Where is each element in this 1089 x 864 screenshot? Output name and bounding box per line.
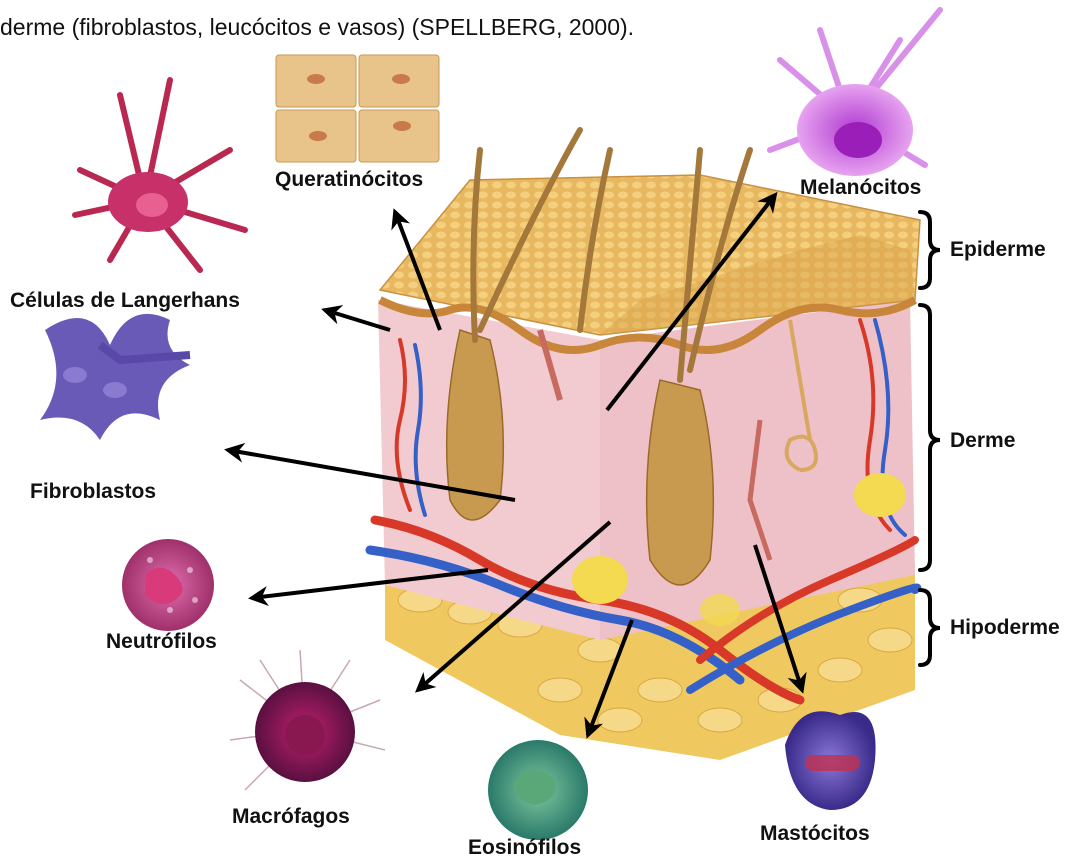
label-queratinocitos: Queratinócitos — [275, 168, 423, 192]
skin-cross-section-illustration — [370, 130, 920, 760]
label-melanocitos: Melanócitos — [800, 176, 921, 200]
label-mastocitos: Mastócitos — [760, 822, 870, 846]
eosinophil-icon — [488, 740, 588, 840]
label-fibroblastos: Fibroblastos — [30, 480, 156, 504]
macrophage-icon — [230, 650, 385, 790]
label-macrofagos: Macrófagos — [232, 805, 350, 829]
label-epiderme: Epiderme — [950, 238, 1046, 262]
label-derme: Derme — [950, 429, 1015, 453]
melanocyte-icon — [770, 10, 940, 176]
neutrophil-icon — [122, 539, 214, 631]
label-eosinofilos: Eosinófilos — [468, 836, 581, 860]
epiderme-bracket — [920, 212, 940, 288]
langerhans-cell-icon — [75, 80, 245, 270]
label-neutrofilos: Neutrófilos — [106, 630, 217, 654]
fibroblast-icon — [40, 314, 190, 440]
label-hipoderme: Hipoderme — [950, 616, 1060, 640]
mast-cell-icon — [785, 711, 876, 810]
label-langerhans: Células de Langerhans — [10, 289, 240, 313]
hipoderme-bracket — [920, 590, 940, 665]
derme-bracket — [920, 305, 940, 570]
keratinocyte-icon — [276, 55, 439, 162]
